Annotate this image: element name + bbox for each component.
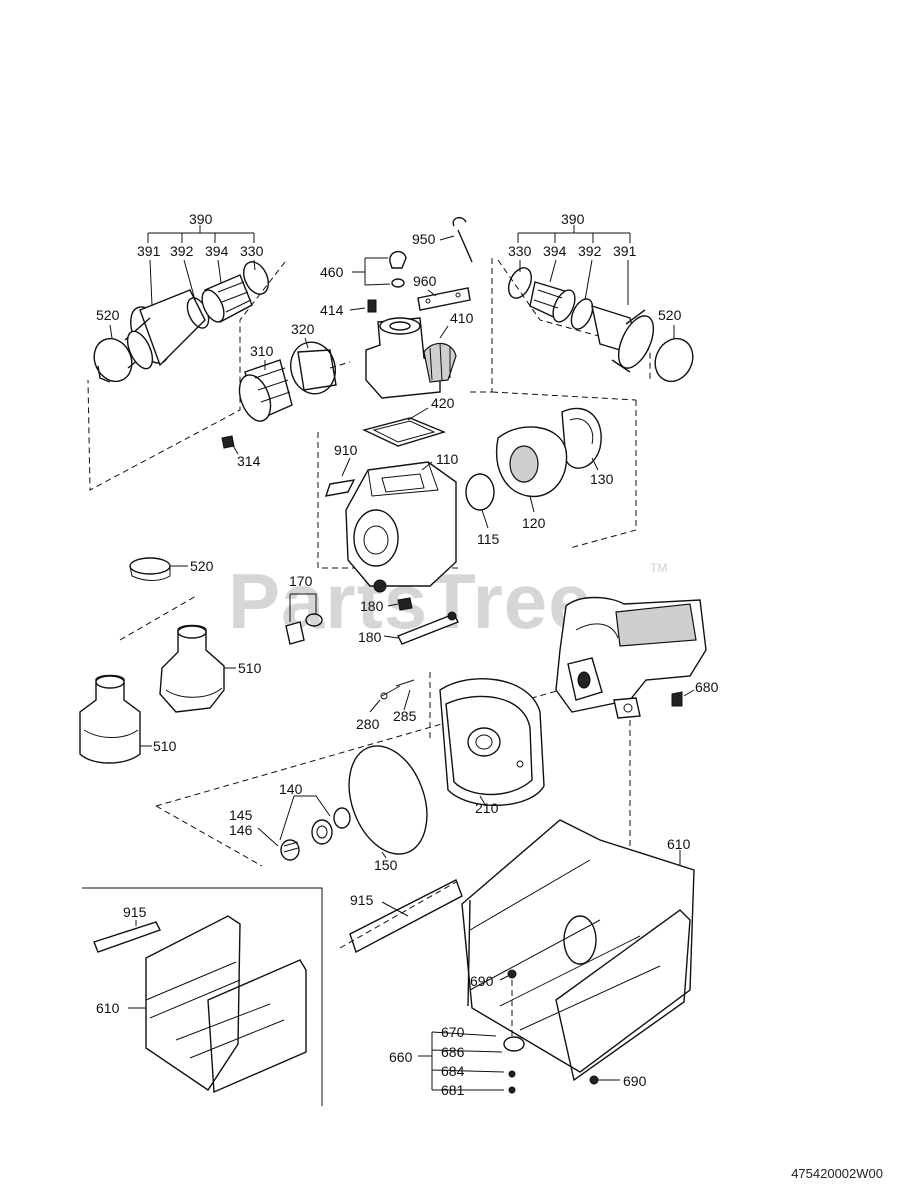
label-680: 680 (695, 679, 719, 695)
label-460: 460 (320, 264, 344, 280)
label-660: 660 (389, 1049, 413, 1065)
label-510-b: 510 (153, 738, 177, 754)
label-210: 210 (475, 800, 499, 816)
label-410: 410 (450, 310, 474, 326)
label-394-right: 394 (543, 243, 567, 259)
inset-frame (82, 887, 323, 1106)
label-180-b: 180 (358, 629, 382, 645)
label-330-right: 330 (508, 243, 532, 259)
label-390-right: 390 (561, 211, 585, 227)
label-390-left: 390 (189, 211, 213, 227)
label-170: 170 (289, 573, 313, 589)
label-394-left: 394 (205, 243, 229, 259)
label-391-right: 391 (613, 243, 637, 259)
label-684: 684 (441, 1063, 465, 1079)
left-fitting-assembly (87, 225, 286, 491)
label-285: 285 (393, 708, 417, 724)
label-392-right: 392 (578, 243, 602, 259)
label-320: 320 (291, 321, 315, 337)
label-520-mid: 520 (190, 558, 214, 574)
label-910: 910 (334, 442, 358, 458)
label-610: 610 (667, 836, 691, 852)
label-420: 420 (431, 395, 455, 411)
label-145: 145 (229, 807, 253, 823)
label-915-inset: 915 (123, 904, 147, 920)
label-140: 140 (279, 781, 303, 797)
label-670: 670 (441, 1024, 465, 1040)
part-labels: 390 391 392 394 330 520 310 320 314 950 … (96, 211, 719, 1098)
label-610-inset: 610 (96, 1000, 120, 1016)
suction-fittings (79, 624, 236, 764)
label-915: 915 (350, 892, 374, 908)
label-392-left: 392 (170, 243, 194, 259)
drain-parts (119, 557, 459, 645)
label-150: 150 (374, 857, 398, 873)
label-960: 960 (413, 273, 437, 289)
seal-flange-assembly (155, 672, 561, 867)
watermark-trademark: TM (650, 561, 667, 575)
label-510-a: 510 (238, 660, 262, 676)
right-fitting-assembly (497, 225, 694, 383)
label-146: 146 (229, 822, 253, 838)
label-330-left: 330 (240, 243, 264, 259)
drawing-code: 475420002W00 (791, 1166, 883, 1181)
label-110: 110 (436, 451, 459, 467)
engine (555, 596, 707, 850)
label-310: 310 (250, 343, 274, 359)
main-frame (339, 819, 695, 1094)
label-115: 115 (477, 531, 500, 547)
label-280: 280 (356, 716, 380, 732)
label-180-a: 180 (360, 598, 384, 614)
label-686: 686 (441, 1044, 465, 1060)
strainer-cover-assembly (221, 337, 351, 455)
label-681: 681 (441, 1082, 465, 1098)
label-950: 950 (412, 231, 436, 247)
label-391-left: 391 (137, 243, 161, 259)
upper-center-parts (349, 216, 493, 447)
label-120: 120 (522, 515, 546, 531)
label-314: 314 (237, 453, 261, 469)
label-520-right: 520 (658, 307, 682, 323)
label-520-left: 520 (96, 307, 120, 323)
label-130: 130 (590, 471, 614, 487)
label-690-b: 690 (623, 1073, 647, 1089)
label-414: 414 (320, 302, 344, 318)
label-690-a: 690 (470, 973, 494, 989)
pump-body-assembly (317, 391, 637, 587)
